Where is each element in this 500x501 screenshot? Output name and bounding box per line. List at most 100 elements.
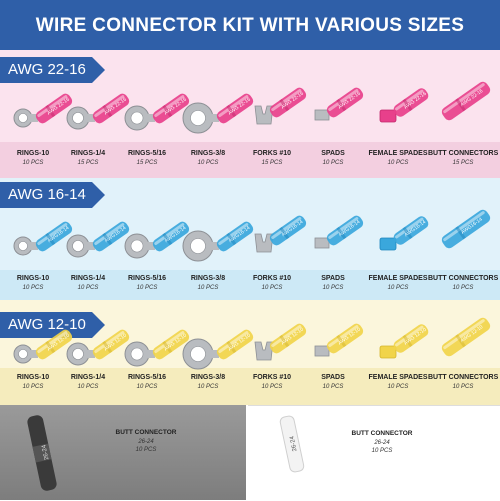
- item-label: RINGS-1/4: [70, 275, 106, 282]
- section-tag: AWG 22-16: [0, 57, 105, 83]
- ring-terminal-icon: AWG 22-16: [123, 72, 190, 134]
- item-label: FEMALE SPADES: [368, 374, 428, 381]
- item-count: 10 PCS: [22, 384, 44, 390]
- item-label: RINGS-10: [16, 150, 50, 157]
- spade-terminal-icon: AWG 22-16: [309, 72, 369, 134]
- fork-terminal-icon: AWG 12-10: [248, 308, 308, 370]
- item-count: 15 PCS: [77, 160, 99, 166]
- butt-connector-icon: 26-24: [22, 413, 62, 493]
- fork-prongs: [254, 233, 274, 253]
- insulation-tube: [92, 221, 130, 252]
- ring-terminal-icon: AWG 12-10: [182, 308, 254, 370]
- item-label: FORKS #10: [252, 150, 292, 157]
- item-label: RINGS-10: [16, 275, 50, 282]
- item-count: 10 PCS: [136, 384, 158, 390]
- item-label: RINGS-10: [16, 374, 50, 381]
- female-spade-icon: AWG 12-10: [374, 308, 434, 370]
- connector-label: BUTT CONNECTOR: [115, 429, 177, 436]
- item-label: RINGS-3/8: [190, 275, 226, 282]
- insulation-tube: [393, 216, 429, 245]
- item-count: 10 PCS: [452, 285, 474, 291]
- ring-terminal-icon: AWG16-14: [9, 200, 73, 262]
- female-spade-icon: AWG16-14: [374, 200, 434, 262]
- section-caption-strip: [0, 368, 500, 405]
- item-count: 15 PCS: [452, 160, 474, 166]
- insulation-tube: [441, 209, 491, 249]
- fork-terminal-icon: AWG 22-16: [248, 72, 308, 134]
- item-count: 10 PCS: [387, 285, 409, 291]
- insulation-tube: [152, 329, 190, 360]
- item-count: 10 PCS: [22, 160, 44, 166]
- item-label: RINGS-1/4: [70, 374, 106, 381]
- insulation-tube: [152, 93, 190, 124]
- item-count: 10 PCS: [452, 384, 474, 390]
- awg-label: 26-24: [138, 439, 154, 445]
- spade-terminal-icon: AWG 12-10: [309, 308, 369, 370]
- section-caption-strip: [0, 142, 500, 178]
- insulation-tube: [152, 221, 190, 252]
- item-count: 10 PCS: [77, 285, 99, 291]
- fork-prongs: [254, 105, 274, 125]
- insulation-tube: [441, 317, 491, 357]
- item-label: BUTT CONNECTORS: [428, 150, 499, 157]
- item-count: 15 PCS: [261, 160, 283, 166]
- item-label: RINGS-3/8: [190, 374, 226, 381]
- insulation-tube: [216, 221, 254, 252]
- insulation-tube: [393, 88, 429, 117]
- female-housing: [379, 109, 397, 123]
- item-count: 10 PCS: [261, 384, 283, 390]
- ring-terminal-icon: AWG 22-16: [182, 72, 254, 134]
- item-count: 10 PCS: [322, 285, 344, 291]
- item-count: 10 PCS: [197, 285, 219, 291]
- spade-blade: [314, 109, 330, 121]
- insulation-tube: [216, 93, 254, 124]
- item-label: FEMALE SPADES: [368, 275, 428, 282]
- female-spade-icon: AWG 22-16: [374, 72, 434, 134]
- insulation-tube: [269, 323, 307, 354]
- item-label: RINGS-3/8: [190, 150, 226, 157]
- insulation-tube: [35, 93, 73, 124]
- item-count: 10 PCS: [261, 285, 283, 291]
- item-count: 10 PCS: [136, 285, 158, 291]
- ring-terminal-icon: AWG16-14: [123, 200, 190, 262]
- item-label: FORKS #10: [252, 374, 292, 381]
- female-housing: [379, 345, 397, 359]
- tube-print: 26-24: [41, 443, 50, 460]
- insulation-tube: [393, 324, 429, 353]
- bottom-panel-left: 26-24 BUTT CONNECTOR 26-24 10 PCS: [0, 405, 246, 500]
- item-label: FORKS #10: [252, 275, 292, 282]
- item-label: BUTT CONNECTORS: [428, 374, 499, 381]
- fork-terminal-icon: AWG16-14: [248, 200, 308, 262]
- butt-connector-icon: AWG16-14: [439, 200, 499, 262]
- awg-label: 26-24: [374, 440, 390, 446]
- ring-terminal-icon: AWG16-14: [64, 200, 130, 262]
- insulation-tube: [92, 93, 130, 124]
- ring-terminal-icon: AWG 22-16: [64, 72, 130, 134]
- female-housing: [379, 237, 397, 251]
- item-count: 10 PCS: [77, 384, 99, 390]
- spade-blade: [314, 345, 330, 357]
- ring-terminal-icon: AWG 12-10: [64, 308, 130, 370]
- item-label: SPADS: [321, 275, 345, 282]
- insulation-tube: [92, 329, 130, 360]
- item-count: 10 PCS: [387, 160, 409, 166]
- item-count: 10 PCS: [22, 285, 44, 291]
- item-count: 15 PCS: [136, 160, 158, 166]
- item-count: 10 PCS: [322, 384, 344, 390]
- insulation-tube: [326, 87, 364, 118]
- item-label: RINGS-5/16: [127, 150, 167, 157]
- item-label: SPADS: [321, 374, 345, 381]
- item-label: BUTT CONNECTORS: [428, 275, 499, 282]
- ring-terminal-icon: AWG 12-10: [9, 308, 73, 370]
- item-label: RINGS-5/16: [127, 275, 167, 282]
- insulation-tube: [326, 215, 364, 246]
- count-label: 10 PCS: [135, 447, 157, 453]
- ring-terminal-icon: AWG 12-10: [123, 308, 190, 370]
- item-label: RINGS-5/16: [127, 374, 167, 381]
- section-caption-strip: [0, 270, 500, 300]
- page-title: WIRE CONNECTOR KIT WITH VARIOUS SIZES: [35, 15, 465, 36]
- insulation-tube: [35, 221, 73, 252]
- item-count: 10 PCS: [197, 160, 219, 166]
